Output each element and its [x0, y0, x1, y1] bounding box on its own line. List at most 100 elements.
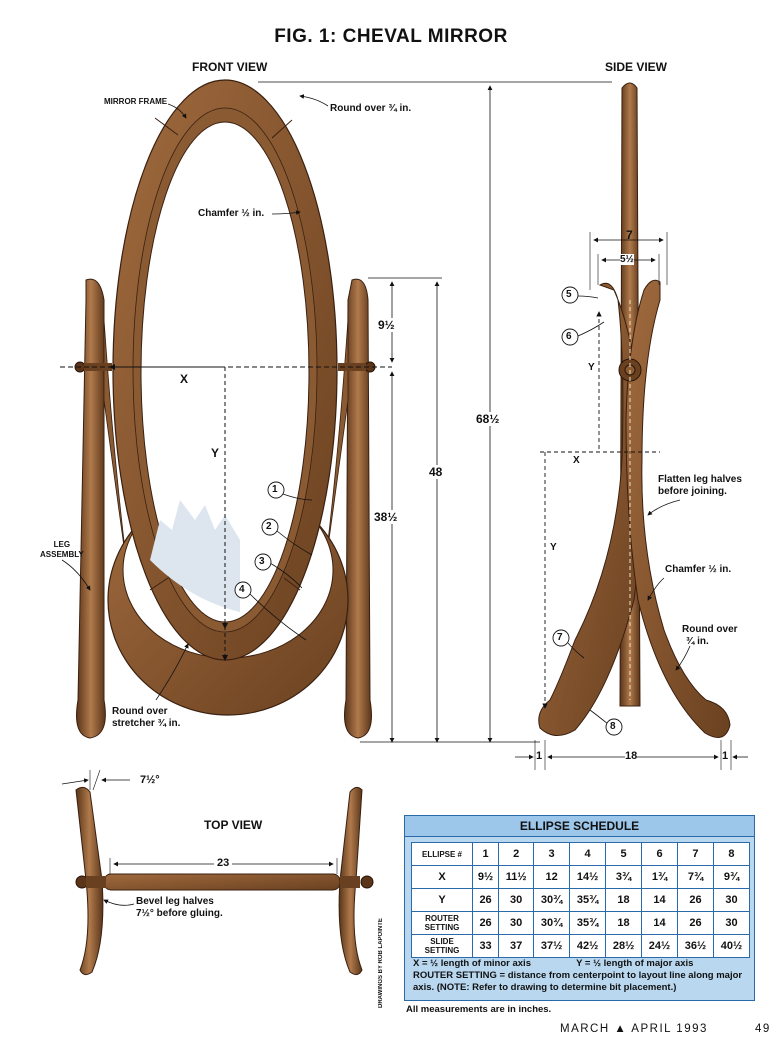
cell: 37½ — [533, 934, 571, 958]
col-header: 6 — [641, 842, 678, 866]
cell: 28½ — [605, 934, 643, 958]
callout-8: 8 — [610, 721, 616, 732]
cell: 37 — [498, 934, 535, 958]
chamfer-front-label: Chamfer ½ in. — [198, 208, 265, 219]
col-header: 7 — [677, 842, 714, 866]
note-x: X = ½ length of minor axis — [413, 958, 531, 969]
footer-issue: MARCH ▲ APRIL 1993 — [560, 1023, 708, 1035]
col-header: 3 — [533, 842, 571, 866]
leg-assembly-line1: LEG — [53, 540, 71, 549]
top-dim-23: 23 — [214, 857, 233, 869]
cell: 36½ — [677, 934, 714, 958]
schedule-note-axes: X = ½ length of minor axis Y = ½ length … — [413, 958, 748, 970]
side-view-title: SIDE VIEW — [605, 60, 668, 74]
table-row: ELLIPSE # 1 2 3 4 5 6 7 8 — [411, 842, 751, 866]
schedule-table: ELLIPSE # 1 2 3 4 5 6 7 8 X 9½ 11½ 12 14… — [411, 842, 751, 958]
round-over-side-line2: ¾ in. — [686, 636, 709, 647]
table-row: Y 26 30 30¾ 35¾ 18 14 26 30 — [411, 888, 751, 912]
round-over-side-label: Round over ¾ in. — [682, 624, 738, 648]
round-over-stretcher-line1: Round over — [112, 706, 168, 717]
cell: 42½ — [569, 934, 607, 958]
cell: 26 — [471, 911, 500, 935]
front-view-title: FRONT VIEW — [192, 60, 268, 74]
cell: 30¾ — [533, 911, 571, 935]
cell: 40½ — [712, 934, 751, 958]
callout-6: 6 — [566, 331, 572, 342]
col-header: 8 — [712, 842, 751, 866]
row-label: X — [411, 865, 473, 889]
side-y-small: Y — [588, 362, 595, 373]
cell: 30 — [498, 888, 535, 912]
leg-assembly-line2: ASSEMBLY — [40, 550, 84, 559]
schedule-notes: X = ½ length of minor axis Y = ½ length … — [413, 958, 748, 994]
cell: 30 — [498, 911, 535, 935]
flatten-line1: Flatten leg halves — [658, 474, 742, 485]
cell: 11½ — [498, 865, 535, 889]
bevel-line2: 7½° before gluing. — [136, 908, 223, 919]
col-header: 2 — [498, 842, 535, 866]
cell: 9¾ — [712, 865, 751, 889]
cell: 18 — [605, 911, 643, 935]
dim-38-5: 38½ — [374, 510, 398, 524]
callout-7: 7 — [557, 632, 563, 643]
cell: 7¾ — [677, 865, 714, 889]
row-label: ROUTER SETTING — [411, 911, 473, 935]
cell: 14 — [641, 911, 678, 935]
side-right-leg — [625, 279, 731, 738]
round-over-side-line1: Round over — [682, 624, 738, 635]
cell: 1¾ — [641, 865, 678, 889]
leg-assembly-label: LEG ASSEMBLY — [40, 540, 84, 560]
drawing-credit: DRAWINGS BY ROB LAPOINTE — [378, 918, 384, 1008]
page-number: 49 — [755, 1023, 771, 1035]
cell: 12 — [533, 865, 571, 889]
flatten-line2: before joining. — [658, 486, 727, 497]
cell: 9½ — [471, 865, 500, 889]
figure-title: FIG. 1: CHEVAL MIRROR — [274, 26, 508, 47]
bevel-line1: Bevel leg halves — [136, 896, 214, 907]
callout-4: 4 — [239, 584, 245, 595]
cell: 3¾ — [605, 865, 643, 889]
dim-48: 48 — [429, 465, 443, 479]
chamfer-side-label: Chamfer ½ in. — [665, 564, 732, 575]
side-y-large: Y — [550, 542, 557, 553]
callout-3: 3 — [259, 556, 265, 567]
row-label: SLIDE SETTING — [411, 934, 473, 958]
cell: 14½ — [569, 865, 607, 889]
note-router: ROUTER SETTING = distance from centerpoi… — [413, 970, 743, 993]
note-y: Y = ½ length of major axis — [576, 958, 694, 969]
measurement-note: All measurements are in inches. — [406, 1004, 552, 1015]
top-view-title: TOP VIEW — [204, 818, 263, 832]
side-dim-1-right: 1 — [722, 750, 729, 762]
cell: 26 — [677, 888, 714, 912]
col-header: 4 — [569, 842, 607, 866]
top-angle-dim: 7½° — [140, 774, 160, 786]
cell: 35¾ — [569, 911, 607, 935]
cell: 24½ — [641, 934, 678, 958]
table-row: SLIDE SETTING 33 37 37½ 42½ 28½ 24½ 36½ … — [411, 934, 751, 958]
cell: 14 — [641, 888, 678, 912]
round-over-stretcher-label: Round over stretcher ¾ in. — [112, 706, 180, 730]
callout-2: 2 — [266, 521, 272, 532]
cell: 35¾ — [569, 888, 607, 912]
side-x: X — [573, 455, 580, 466]
dim-9-5: 9½ — [378, 318, 395, 332]
front-y-label: Y — [211, 446, 220, 460]
schedule-title: ELLIPSE SCHEDULE — [405, 816, 754, 837]
left-leg — [76, 278, 106, 739]
front-x-label: X — [180, 372, 189, 386]
right-leg — [344, 278, 372, 739]
dim-68-5: 68½ — [476, 412, 500, 426]
col-header: 1 — [471, 842, 500, 866]
bevel-label: Bevel leg halves 7½° before gluing. — [136, 896, 223, 920]
side-dim-5-5: 5½ — [620, 254, 634, 265]
top-stretcher — [103, 873, 341, 891]
side-dim-7: 7 — [626, 228, 633, 242]
cell: 26 — [677, 911, 714, 935]
cell: 18 — [605, 888, 643, 912]
cell: 30 — [712, 888, 751, 912]
side-dim-18: 18 — [625, 750, 638, 762]
reflection-trees — [150, 500, 240, 612]
side-dim-1-left: 1 — [536, 750, 543, 762]
cell: 30 — [712, 911, 751, 935]
